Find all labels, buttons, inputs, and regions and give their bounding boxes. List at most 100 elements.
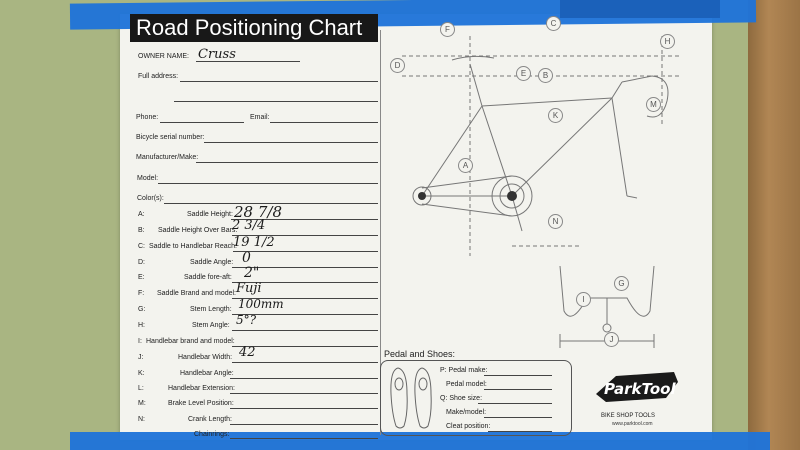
handlebar-extension-line (230, 393, 378, 394)
saddle-fore-aft-label: Saddle fore-aft: (184, 274, 232, 281)
crank-length-line (230, 424, 378, 425)
code-m: M: (138, 400, 146, 407)
make-line (196, 162, 378, 163)
diagram-label-d: D (390, 58, 405, 73)
code-i: I: (138, 338, 142, 345)
shoe-size-line (478, 403, 552, 404)
serial-label: Bicycle serial number: (136, 134, 205, 141)
email-label: Email: (250, 114, 270, 121)
code-d: D: (138, 259, 145, 266)
phone-label: Phone: (136, 114, 159, 121)
code-l: L: (138, 385, 144, 392)
color-line (164, 203, 378, 204)
handlebar-width-label: Handlebar Width: (178, 354, 233, 361)
model-line (158, 183, 378, 184)
cleat-position-line (488, 431, 552, 432)
shoe-size-label: Q: Shoe size: (440, 395, 483, 402)
stem-length-label: Stem Length: (190, 306, 232, 313)
diagram-label-g: G (614, 276, 629, 291)
crank-length-label: Crank Length: (188, 416, 232, 423)
blue-tape-top-right (560, 0, 720, 18)
diagram-label-f: F (440, 22, 455, 37)
stem-angle-value: 5°? (236, 313, 257, 327)
handlebar-angle-label: Handlebar Angle: (180, 370, 234, 377)
diagram-label-c: C (546, 16, 561, 31)
stem-length-value: 100mm (238, 297, 284, 311)
saddle-reach-label: Saddle to Handlebar Reach: (149, 243, 237, 250)
parktool-logo: ParkTool (596, 372, 678, 402)
handlebar-angle-line (230, 378, 378, 379)
chainrings-label: Chainrings: (194, 431, 230, 438)
owner-line (196, 61, 300, 62)
diagram-label-k: K (548, 108, 563, 123)
saddle-angle-value: 0 (242, 250, 251, 266)
diagram-label-m: M (646, 97, 661, 112)
handlebar-width-value: 42 (239, 345, 256, 360)
wall-background (748, 0, 800, 450)
make-label: Manufacturer/Make: (136, 154, 199, 161)
stem-angle-line (232, 330, 378, 331)
diagram-label-h: H (660, 34, 675, 49)
pedal-model-label: Pedal model: (446, 381, 487, 388)
chart-paper (120, 14, 712, 440)
code-c: C: (138, 243, 145, 250)
code-j: J: (138, 354, 144, 361)
brake-lever-line (230, 408, 378, 409)
owner-label: OWNER NAME: (138, 53, 189, 60)
diagram-label-e: E (516, 66, 531, 81)
owner-value: Cruss (198, 47, 236, 62)
saddle-fore-aft-value: 2" (244, 265, 260, 281)
svg-text:ParkTool: ParkTool (604, 380, 676, 398)
handlebar-extension-label: Handlebar Extension: (168, 385, 235, 392)
diagram-label-a: A (458, 158, 473, 173)
cleat-position-label: Cleat position: (446, 423, 491, 430)
saddle-brand-line (232, 298, 378, 299)
pedal-make-label: P: Pedal make: (440, 367, 488, 374)
saddle-reach-line (233, 251, 378, 252)
logo-url: www.parktool.com (612, 421, 653, 427)
chainrings-line (230, 438, 378, 439)
handlebar-brand-line (232, 346, 378, 347)
shoe-model-line (484, 417, 552, 418)
model-label: Model: (137, 175, 159, 182)
saddle-angle-line (232, 267, 378, 268)
chart-title: Road Positioning Chart (130, 14, 378, 42)
saddle-reach-value: 19 1/2 (233, 235, 275, 250)
handlebar-width-line (232, 362, 378, 363)
code-g: G: (138, 306, 146, 313)
code-f: F: (138, 290, 145, 297)
blue-tape-bottom (70, 432, 770, 450)
saddle-brand-label: Saddle Brand and model: (157, 290, 236, 297)
saddle-height-value: 28 7/8 (234, 203, 282, 221)
pedal-make-line (484, 375, 552, 376)
color-label: Color(s): (137, 195, 164, 202)
shoe-model-label: Make/model: (446, 409, 487, 416)
stem-angle-label: Stem Angle: (192, 322, 230, 329)
brake-lever-label: Brake Level Position: (168, 400, 234, 407)
bike-fit-diagram (402, 36, 682, 348)
serial-line (204, 142, 378, 143)
phone-line (160, 122, 244, 123)
code-n: N: (138, 416, 145, 423)
diagram-label-i: I (576, 292, 591, 307)
code-a: A: (138, 211, 145, 218)
diagram-label-j: J (604, 332, 619, 347)
stem-length-line (232, 314, 378, 315)
code-k: K: (138, 370, 145, 377)
saddle-over-bars-value: 2 3/4 (232, 218, 266, 233)
saddle-over-bars-label: Saddle Height Over Bars: (158, 227, 238, 234)
address-line-1 (180, 81, 378, 82)
saddle-brand-value: Fuji (236, 281, 262, 296)
address-label: Full address: (138, 73, 179, 80)
logo-tagline: BIKE SHOP TOOLS (601, 413, 656, 419)
saddle-fore-aft-line (232, 282, 378, 283)
email-line (270, 122, 378, 123)
code-b: B: (138, 227, 145, 234)
shoe-soles-illustration (390, 367, 432, 429)
pedal-section-box (380, 360, 572, 436)
saddle-angle-label: Saddle Angle: (190, 259, 234, 266)
diagram-label-n: N (548, 214, 563, 229)
address-line-2 (174, 101, 378, 102)
pedal-model-line (484, 389, 552, 390)
pedal-section-title: Pedal and Shoes: (384, 349, 456, 359)
